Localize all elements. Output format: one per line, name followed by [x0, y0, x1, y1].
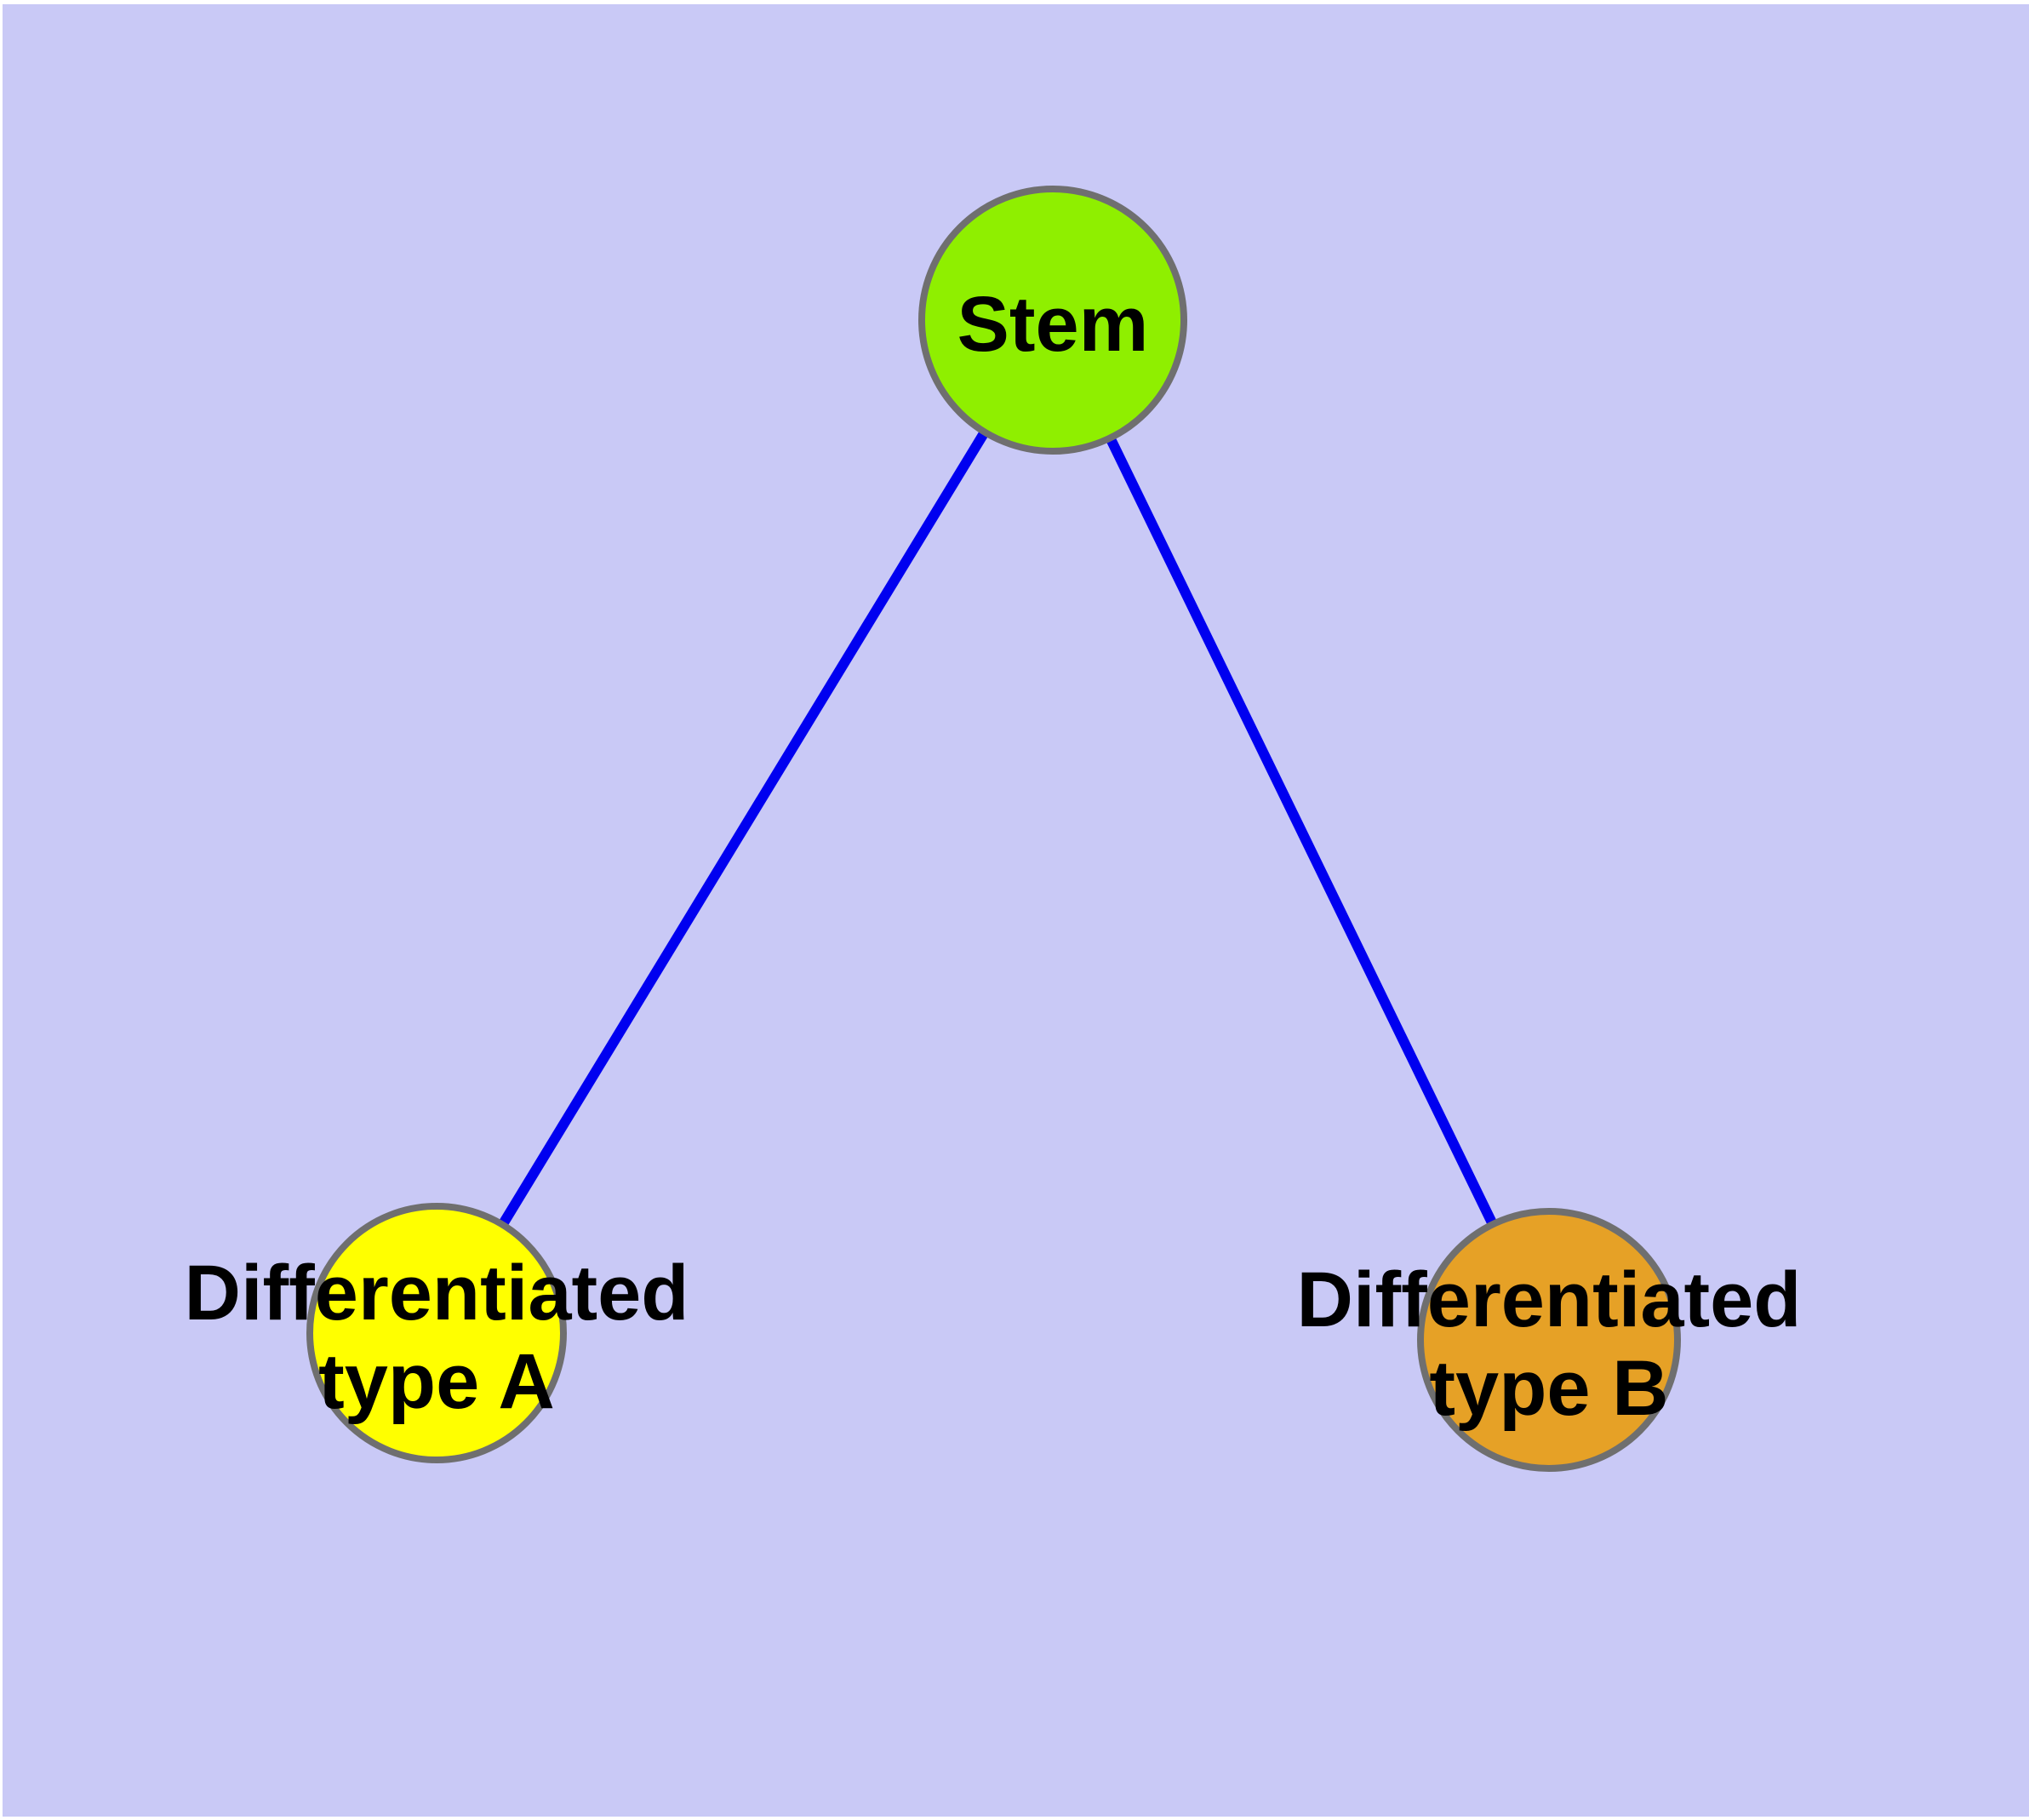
node-label-line: type B: [1429, 1345, 1668, 1432]
edge-stem-to-type-a: [432, 317, 1058, 1336]
edge-stem-to-type-b: [1048, 318, 1554, 1342]
edges-layer: [432, 317, 1554, 1342]
node-stem: [918, 186, 1187, 455]
node-label-line: Differentiated: [185, 1250, 689, 1336]
node-label-line: Differentiated: [1297, 1256, 1802, 1343]
nodes-layer: [306, 186, 1681, 1472]
node-label-line: type A: [318, 1338, 555, 1425]
node-type-a: [306, 1203, 567, 1463]
node-label-stem: Stem: [957, 281, 1149, 368]
node-type-b: [1417, 1208, 1681, 1472]
node-label-line: Stem: [957, 281, 1149, 368]
